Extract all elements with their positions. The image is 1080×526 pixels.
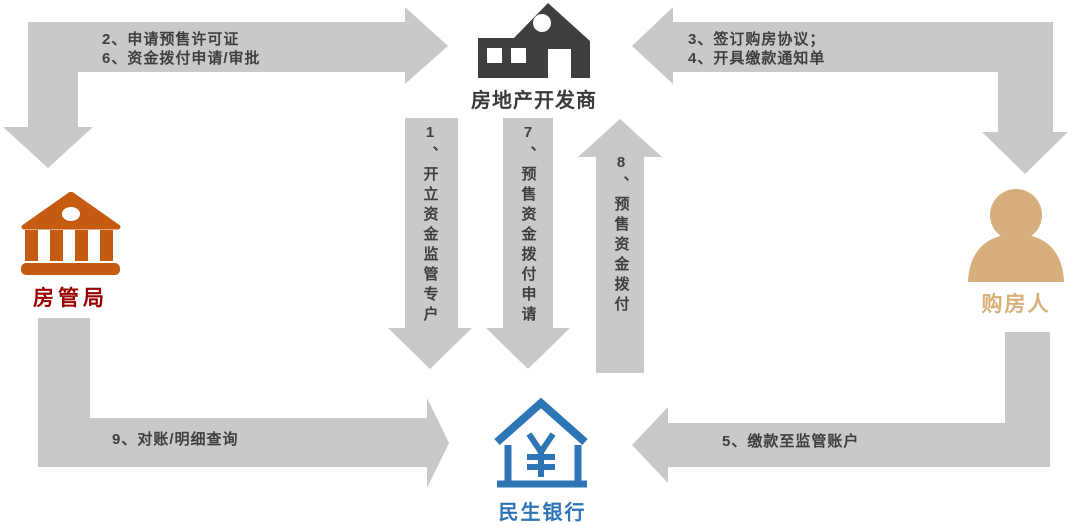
person-icon xyxy=(968,189,1064,282)
flow-label-reconciliation: 9、对账/明细查询 xyxy=(112,431,239,448)
arrow-authority-bank-reconciliation xyxy=(38,318,449,488)
government-bank-icon xyxy=(21,192,121,275)
flow-label-open-account: 1、开立资金监管专户 xyxy=(421,124,439,326)
arrow-developer-bank-payment-request xyxy=(486,118,570,369)
entity-buyer-label: 购房人 xyxy=(981,293,1051,316)
flow-label-line: 6、资金拨付申请/审批 xyxy=(102,50,261,67)
house-building-icon xyxy=(478,3,590,78)
flow-label-line: 4、开具缴款通知单 xyxy=(688,50,826,67)
flow-label-authority-developer: 2、申请预售许可证 6、资金拨付申请/审批 xyxy=(102,30,261,68)
entity-housing-authority: 房管局 xyxy=(8,192,133,312)
arrow-developer-bank-open-account xyxy=(388,118,472,369)
flow-label-line: 3、签订购房协议； xyxy=(688,31,826,48)
entity-housing-authority-label: 房管局 xyxy=(33,287,108,310)
flow-label-line: 2、申请预售许可证 xyxy=(102,31,240,48)
entity-bank-label: 民生银行 xyxy=(498,502,587,524)
entity-bank: 民生银行 xyxy=(480,395,605,525)
arrow-buyer-bank-deposit xyxy=(632,332,1050,483)
flow-label-deposit: 5、缴款至监管账户 xyxy=(722,433,860,450)
entity-developer-label: 房地产开发商 xyxy=(471,90,597,112)
arrow-bank-developer-payment xyxy=(578,119,662,373)
entity-buyer: 购房人 xyxy=(954,188,1078,318)
house-yuan-icon xyxy=(493,397,588,488)
arrow-authority-developer xyxy=(3,7,448,168)
flow-label-presale-payment: 8、预售资金拨付 xyxy=(612,154,630,316)
flow-label-payment-request: 7、预售资金拨付申请 xyxy=(519,124,537,326)
flow-label-buyer-developer: 3、签订购房协议； 4、开具缴款通知单 xyxy=(688,30,825,68)
entity-developer: 房地产开发商 xyxy=(463,3,605,113)
arrow-buyer-developer xyxy=(632,7,1068,174)
